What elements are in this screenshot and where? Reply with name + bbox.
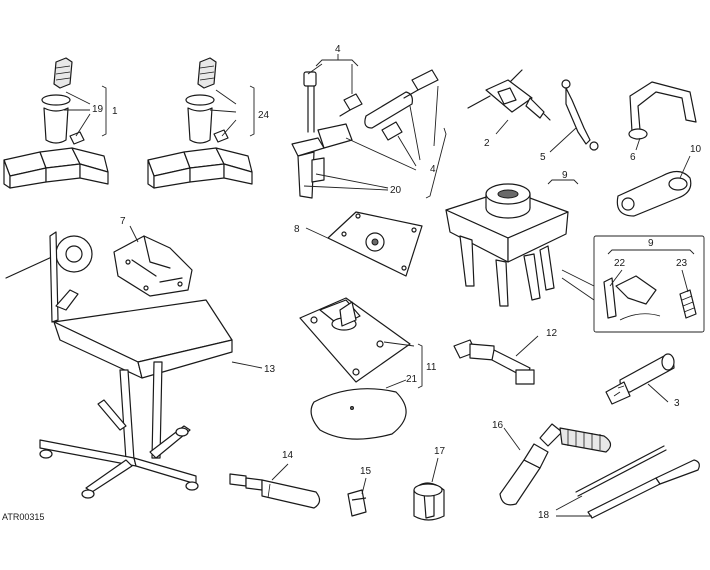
label-22: 22	[614, 258, 626, 269]
part-11-21	[299, 297, 411, 440]
part-10	[616, 170, 692, 217]
part-18	[575, 445, 700, 519]
label-24: 24	[258, 110, 270, 121]
part-2	[467, 69, 551, 121]
label-9-top: 9	[562, 170, 568, 181]
label-11: 11	[426, 362, 437, 373]
label-4-right: 4	[430, 164, 436, 175]
label-20: 20	[390, 185, 402, 196]
label-21: 21	[406, 374, 418, 385]
label-3: 3	[674, 398, 680, 409]
label-10: 10	[690, 144, 702, 155]
part-9-detail	[561, 235, 705, 333]
part-15	[347, 489, 367, 517]
label-4-top: 4	[335, 44, 341, 55]
part-7	[113, 235, 193, 297]
label-16: 16	[492, 420, 504, 431]
label-1: 1	[112, 106, 118, 117]
part-8	[327, 211, 423, 277]
part-17	[413, 482, 445, 521]
bolt-bracket-set-4-20	[291, 69, 439, 199]
part-16	[499, 423, 612, 506]
label-17: 17	[434, 446, 446, 457]
part-3	[605, 353, 675, 405]
label-9-inset: 9	[648, 238, 654, 249]
part-9	[445, 183, 569, 307]
drawing-code: ATR00315	[2, 512, 44, 522]
part-6	[628, 81, 697, 140]
label-14: 14	[282, 450, 294, 461]
label-18: 18	[538, 510, 550, 521]
label-2: 2	[484, 138, 490, 149]
tool-set-19	[3, 57, 109, 189]
part-14	[229, 473, 321, 509]
callout-labels: 1 19 24 4 4 20 2 5 6 10 9 9 22 23 8 7 13…	[2, 44, 702, 522]
label-7: 7	[120, 216, 126, 227]
leader-lines	[64, 54, 695, 517]
tool-set-24	[147, 57, 253, 189]
part-13-stand	[5, 231, 233, 499]
part-12	[453, 339, 535, 385]
label-12: 12	[546, 328, 558, 339]
label-13: 13	[264, 364, 276, 375]
label-5: 5	[540, 152, 546, 163]
label-19: 19	[92, 104, 104, 115]
label-15: 15	[360, 466, 372, 477]
label-8: 8	[294, 224, 300, 235]
part-5	[561, 79, 599, 151]
label-23: 23	[676, 258, 688, 269]
label-6: 6	[630, 152, 636, 163]
